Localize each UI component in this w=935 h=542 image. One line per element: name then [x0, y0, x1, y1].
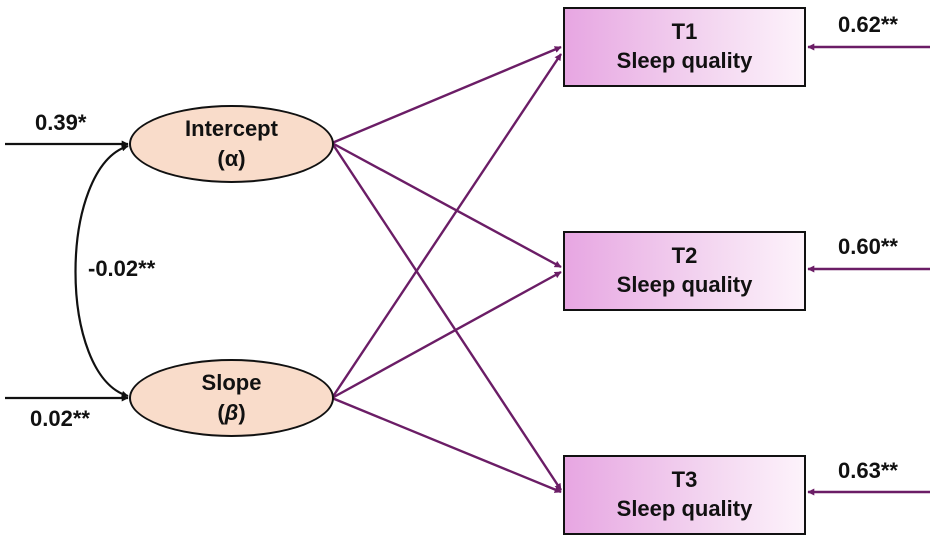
observed-t1-time: T1 — [671, 19, 698, 45]
residual-label-t3: 0.63** — [838, 458, 898, 483]
path-slope-t3 — [331, 396, 562, 494]
slope-symbol: β — [224, 400, 239, 425]
intercept-factor: Intercept (α) — [129, 105, 334, 183]
observed-t1-label: Sleep quality — [616, 48, 753, 73]
path-slope-t1 — [331, 53, 562, 399]
observed-t2: T2 Sleep quality — [563, 231, 806, 311]
observed-t2-label: Sleep quality — [616, 272, 753, 297]
covariance-label: -0.02** — [88, 256, 156, 281]
observed-t3-label: Sleep quality — [616, 496, 753, 521]
path-intercept-t1 — [331, 45, 562, 145]
slope-symbol-group: (β) — [217, 400, 246, 425]
path-intercept-t2 — [331, 141, 562, 269]
residual-label-t2: 0.60** — [838, 234, 898, 259]
path-slope-t2 — [331, 270, 562, 400]
slope-factor: Slope (β) — [129, 359, 334, 437]
residual-label-t1: 0.62** — [838, 12, 898, 37]
slope-name: Slope — [201, 370, 262, 396]
covariance-curve — [74, 144, 129, 398]
observed-t3-time: T3 — [671, 467, 698, 493]
path-intercept-t3 — [330, 142, 563, 491]
observed-t1: T1 Sleep quality — [563, 7, 806, 87]
slope-variance-label: 0.02** — [30, 406, 90, 431]
intercept-variance-label: 0.39* — [35, 110, 87, 135]
observed-t3: T3 Sleep quality — [563, 455, 806, 535]
intercept-symbol: (α) — [217, 146, 246, 171]
intercept-name: Intercept — [185, 116, 278, 142]
observed-t2-time: T2 — [671, 243, 698, 269]
